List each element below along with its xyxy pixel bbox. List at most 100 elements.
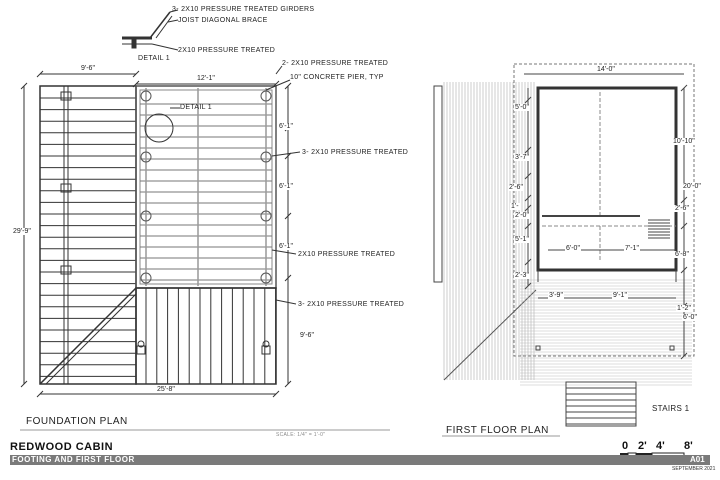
ff-room xyxy=(536,86,678,272)
ff-dim-r3: 2'-6" xyxy=(674,205,690,212)
ff-dim-l2: 3'-7" xyxy=(514,154,530,161)
dim-tick xyxy=(272,390,280,398)
dim-tick xyxy=(36,390,44,398)
ff-dim-top: 14'-0" xyxy=(596,66,616,73)
ff-dim-tick xyxy=(680,266,688,274)
post xyxy=(669,345,675,351)
deck-diagonal xyxy=(443,289,537,381)
ff-dim-tick xyxy=(680,222,688,230)
dim-bay-3: 6'-1" xyxy=(278,243,294,250)
leader xyxy=(169,9,179,13)
ff-dim-b1: 3'-9" xyxy=(548,292,564,299)
exterior-stairs xyxy=(565,381,637,427)
first-floor-plan-title: FIRST FLOOR PLAN xyxy=(446,425,549,436)
scale-label-8: 8' xyxy=(684,440,693,452)
ff-dim-l1: 5'-0" xyxy=(514,104,530,111)
detail-brace xyxy=(155,15,173,39)
diagonal-edge xyxy=(39,287,137,385)
dim-tick xyxy=(20,82,28,90)
ff-dim-l6: 5'-1" xyxy=(514,236,530,243)
ff-dim-tick xyxy=(680,352,688,360)
title-bar xyxy=(10,455,710,465)
dim-right-bottom: 9'-6" xyxy=(299,332,315,339)
dim-bay-2: 6'-1" xyxy=(278,183,294,190)
ff-dim-r6: 6'-0" xyxy=(682,314,698,321)
ff-dim-tick xyxy=(524,222,532,230)
sheet-subtitle: FOOTING AND FIRST FLOOR xyxy=(12,455,135,464)
scale-label-2: 2' xyxy=(638,440,647,452)
callout-beam-2: 3- 2X10 PRESSURE TREATED xyxy=(298,301,405,308)
sheet-date: SEPTEMBER 2021 xyxy=(672,466,716,472)
ff-dim-l7: 2'-3" xyxy=(514,272,530,279)
pier-square xyxy=(60,265,72,275)
scale-label-0: 0 xyxy=(622,440,629,452)
ff-dim-tick xyxy=(524,146,532,154)
ff-dim-l5: 2'-0" xyxy=(514,212,530,219)
main-frame-inner xyxy=(139,89,273,285)
leader xyxy=(265,79,291,91)
leader xyxy=(167,19,179,23)
callout-rim-pt: 2- 2X10 PRESSURE TREATED xyxy=(282,60,389,67)
callout-girders: 3- 2X10 PRESSURE TREATED GIRDERS xyxy=(172,6,315,13)
concrete-pier xyxy=(260,210,272,222)
ff-dim-tick xyxy=(524,258,532,266)
pier-mark xyxy=(262,340,270,348)
ff-dim-r5: 1'-2" xyxy=(676,305,692,312)
detail-post xyxy=(131,37,137,49)
dim-tick xyxy=(284,380,292,388)
concrete-pier xyxy=(140,151,152,163)
ff-dim-l3: 2'-6" xyxy=(508,184,524,191)
dim-left: 29'-9" xyxy=(12,228,32,235)
detail-circle xyxy=(144,113,174,143)
ff-dim-tick xyxy=(524,172,532,180)
pier-mark xyxy=(137,340,145,348)
ff-outer-boundary xyxy=(513,63,695,357)
project-name: REDWOOD CABIN xyxy=(10,441,114,453)
ff-left-wall xyxy=(433,85,443,283)
dim-tick xyxy=(284,152,292,160)
dim-top-left: 9'-6" xyxy=(80,65,96,72)
stairs-label: STAIRS 1 xyxy=(652,404,690,413)
foundation-scale-note: SCALE: 1/4" = 1'-0" xyxy=(276,432,326,438)
ff-dim-l4: 1'- xyxy=(510,203,520,210)
callout-detail-ref: DETAIL 1 xyxy=(180,104,212,111)
concrete-pier xyxy=(260,90,272,102)
callout-detail-pt: 2X10 PRESSURE TREATED xyxy=(178,47,276,54)
concrete-pier xyxy=(260,272,272,284)
detail-brace xyxy=(149,11,171,39)
ff-dim-r2: 20'-0" xyxy=(682,183,702,190)
pier-square xyxy=(60,91,72,101)
foundation-plan-drawing xyxy=(20,9,390,431)
sheet-number: A01 xyxy=(690,455,705,464)
dim-tick xyxy=(20,380,28,388)
ff-dim-b2: 9'-1" xyxy=(612,292,628,299)
diagonal-edge xyxy=(45,293,137,385)
ff-dim-r4: 6'-8" xyxy=(674,251,690,258)
ff-dim-mid-1: 6'-0" xyxy=(565,245,581,252)
pier-square xyxy=(261,345,271,355)
ff-dim-tick xyxy=(524,96,532,104)
foundation-plan-title: FOUNDATION PLAN xyxy=(26,416,128,427)
post xyxy=(535,345,541,351)
pier-square xyxy=(60,183,72,193)
concrete-pier xyxy=(140,90,152,102)
pier-square xyxy=(136,345,146,355)
callout-joist-brace: JOIST DIAGONAL BRACE xyxy=(178,17,268,24)
dim-tick xyxy=(284,82,292,90)
detail-title: DETAIL 1 xyxy=(138,55,170,62)
leader xyxy=(275,299,297,305)
leader xyxy=(271,249,297,255)
dim-tick xyxy=(132,70,140,78)
dim-bottom: 25'-8" xyxy=(156,386,176,393)
ff-dim-tick xyxy=(680,196,688,204)
concrete-pier xyxy=(260,151,272,163)
callout-beam-1: 3- 2X10 PRESSURE TREATED xyxy=(302,149,409,156)
dim-tick xyxy=(284,274,292,282)
ff-dim-tick xyxy=(524,204,532,212)
ff-dim-tick xyxy=(524,282,532,290)
dim-bay-1: 6'-1" xyxy=(278,123,294,130)
callout-pier: 10" CONCRETE PIER, TYP xyxy=(290,74,384,81)
concrete-pier xyxy=(140,272,152,284)
ff-dim-tick xyxy=(680,84,688,92)
